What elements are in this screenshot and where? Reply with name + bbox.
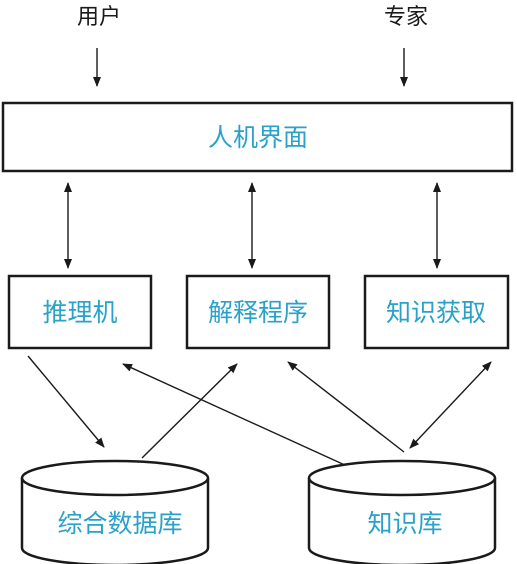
- inference-engine-label: 推理机: [42, 298, 117, 327]
- database-cylinder: 综合数据库: [20, 459, 210, 564]
- knowledge-acquisition-arrow: [409, 361, 492, 449]
- interface-box: 人机界面: [1, 101, 514, 173]
- inference-to-database-arrow: [27, 355, 105, 448]
- explanation-program-box: 解释程序: [185, 274, 331, 350]
- knowledge-to-explanation-arrow: [287, 361, 405, 453]
- knowledge-acquisition-box: 知识获取: [363, 274, 510, 350]
- knowledge-base-cylinder: 知识库: [307, 459, 497, 564]
- interface-label: 人机界面: [208, 123, 308, 152]
- explanation-program-label: 解释程序: [208, 298, 308, 327]
- expert-label: 专家: [384, 5, 428, 30]
- user-label: 用户: [77, 5, 121, 30]
- inference-engine-box: 推理机: [7, 274, 153, 350]
- database-label: 综合数据库: [57, 509, 182, 538]
- database-to-explanation-arrow: [141, 363, 238, 459]
- knowledge-base-label: 知识库: [367, 509, 442, 538]
- knowledge-acquisition-label: 知识获取: [386, 298, 486, 327]
- knowledge-to-inference-arrow: [122, 363, 348, 467]
